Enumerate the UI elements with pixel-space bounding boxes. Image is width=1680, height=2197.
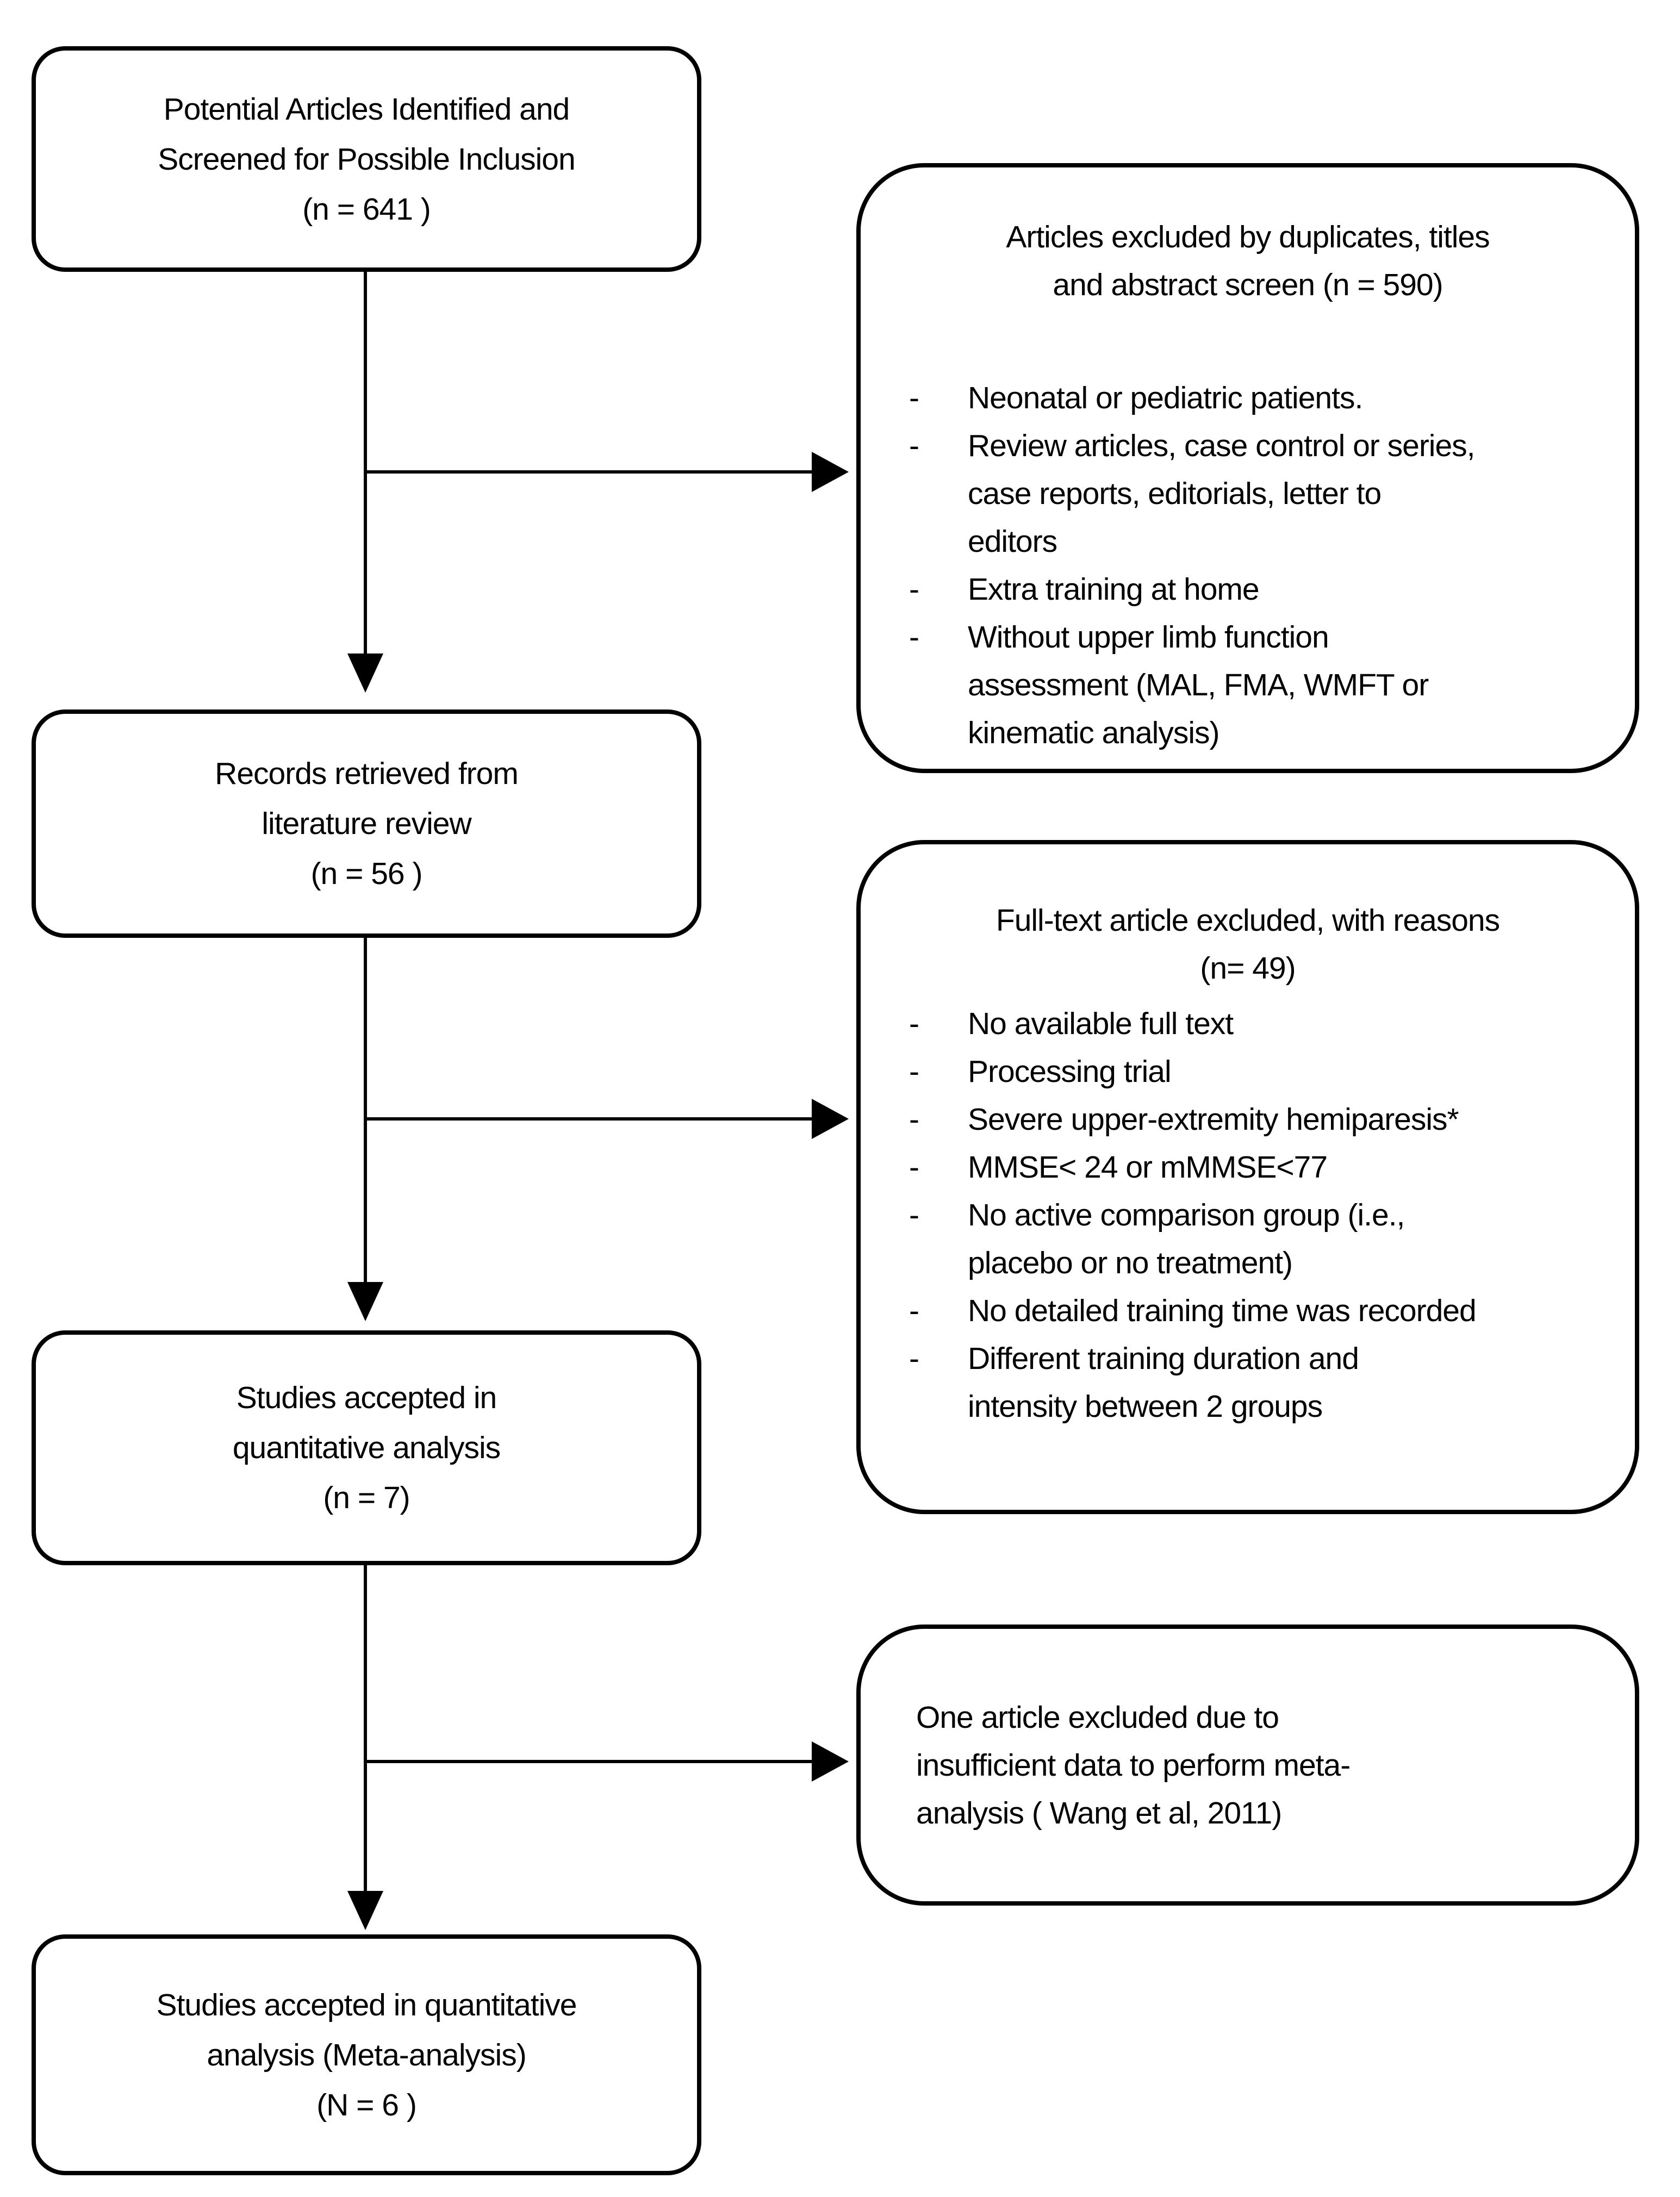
list-item: - Severe upper-extremity hemiparesis* xyxy=(901,1096,1613,1143)
arrow-down-3-head-icon xyxy=(347,1891,383,1930)
bullet-text: Severe upper-extremity hemiparesis* xyxy=(968,1102,1459,1137)
box-excluded-fulltext-title: Full-text article excluded, with reasons… xyxy=(995,903,1500,986)
bullet-text: Processing trial xyxy=(968,1054,1172,1089)
arrow-right-2-head-icon xyxy=(812,1099,849,1139)
box-excluded-meta-analysis-text: One article excluded due to insufficient… xyxy=(916,1700,1351,1831)
box-studies-quantitative: Studies accepted in quantitative analysi… xyxy=(32,1330,701,1565)
box-articles-identified: Potential Articles Identified and Screen… xyxy=(32,46,701,272)
list-item: - No available full text xyxy=(901,1000,1613,1048)
bullet-dash: - xyxy=(909,1054,919,1089)
bullet-dash: - xyxy=(909,620,919,655)
excluded-screening-list: - Neonatal or pediatric patients. - Revi… xyxy=(861,374,1635,757)
box-excluded-screening: Articles excluded by duplicates, titles … xyxy=(856,163,1639,773)
bullet-text: Neonatal or pediatric patients. xyxy=(968,381,1363,415)
arrow-right-1-head-icon xyxy=(812,452,849,492)
bullet-dash: - xyxy=(909,1102,919,1137)
arrow-right-1-line xyxy=(365,470,813,474)
box-records-retrieved: Records retrieved from literature review… xyxy=(32,709,701,938)
bullet-dash: - xyxy=(909,1006,919,1041)
excluded-fulltext-list: - No available full text - Processing tr… xyxy=(861,1000,1635,1430)
bullet-dash: - xyxy=(909,1150,919,1185)
arrow-down-2-head-icon xyxy=(347,1282,383,1321)
arrow-right-3-line xyxy=(365,1760,813,1763)
bullet-dash: - xyxy=(909,428,919,463)
bullet-text: MMSE< 24 or mMMSE<77 xyxy=(968,1150,1328,1185)
list-item: - Different training duration and intens… xyxy=(901,1335,1613,1430)
bullet-dash: - xyxy=(909,381,919,415)
arrow-right-2-line xyxy=(365,1117,813,1121)
list-item: - Extra training at home xyxy=(901,565,1613,613)
list-item: - Processing trial xyxy=(901,1048,1613,1096)
bullet-text: No active comparison group (i.e., placeb… xyxy=(968,1198,1405,1280)
box-articles-identified-text: Potential Articles Identified and Screen… xyxy=(158,91,575,227)
bullet-text: Extra training at home xyxy=(968,572,1260,607)
list-item: - No active comparison group (i.e., plac… xyxy=(901,1191,1613,1287)
bullet-dash: - xyxy=(909,572,919,607)
bullet-dash: - xyxy=(909,1293,919,1328)
list-item: - MMSE< 24 or mMMSE<77 xyxy=(901,1143,1613,1191)
list-item: - Neonatal or pediatric patients. xyxy=(901,374,1613,422)
box-studies-meta-analysis: Studies accepted in quantitative analysi… xyxy=(32,1934,701,2175)
bullet-text: No available full text xyxy=(968,1006,1234,1041)
bullet-dash: - xyxy=(909,1341,919,1376)
list-item: - Without upper limb function assessment… xyxy=(901,613,1613,757)
bullet-text: No detailed training time was recorded xyxy=(968,1293,1477,1328)
bullet-text: Different training duration and intensit… xyxy=(968,1341,1359,1424)
list-item: - No detailed training time was recorded xyxy=(901,1287,1613,1335)
arrow-down-1-line xyxy=(364,272,367,656)
box-records-retrieved-text: Records retrieved from literature review… xyxy=(215,756,519,891)
bullet-dash: - xyxy=(909,1198,919,1233)
bullet-text: Without upper limb function assessment (… xyxy=(968,620,1429,750)
arrow-down-2-line xyxy=(364,937,367,1284)
box-studies-meta-analysis-text: Studies accepted in quantitative analysi… xyxy=(156,1987,577,2123)
box-excluded-screening-title: Articles excluded by duplicates, titles … xyxy=(1006,220,1490,302)
arrow-down-1-head-icon xyxy=(347,654,383,693)
list-item: - Review articles, case control or serie… xyxy=(901,422,1613,565)
box-excluded-meta-analysis: One article excluded due to insufficient… xyxy=(856,1625,1639,1906)
box-excluded-fulltext: Full-text article excluded, with reasons… xyxy=(856,840,1639,1514)
arrow-right-3-head-icon xyxy=(812,1741,849,1782)
bullet-text: Review articles, case control or series,… xyxy=(968,428,1476,559)
box-studies-quantitative-text: Studies accepted in quantitative analysi… xyxy=(232,1380,501,1515)
arrow-down-3-line xyxy=(364,1564,367,1893)
